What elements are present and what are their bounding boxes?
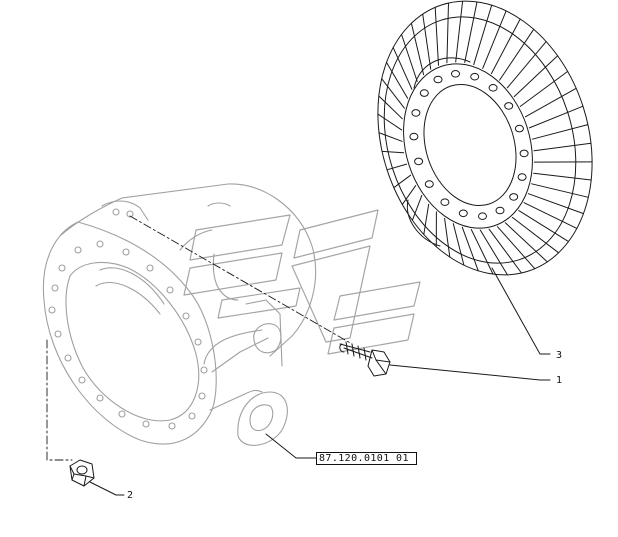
- gear-bolt-holes: [409, 70, 529, 220]
- watermark-logo: [183, 209, 421, 355]
- gear-teeth: [377, 0, 593, 276]
- gear-tooth: [455, 0, 464, 63]
- nut: [69, 459, 95, 487]
- differential-housing: [42, 183, 317, 446]
- gear-tooth: [519, 70, 569, 107]
- leader-line-nut: [89, 481, 125, 496]
- gear-tooth: [479, 229, 508, 276]
- gear-tooth: [422, 13, 432, 70]
- gear-tooth: [499, 28, 535, 81]
- gear-tooth: [434, 6, 439, 66]
- gear-tooth: [377, 113, 403, 131]
- assembly-axis-line: [129, 215, 353, 345]
- callout-gear-number: 3: [556, 350, 563, 361]
- gear-bolt-hole: [409, 132, 419, 141]
- gear-bolt-hole: [509, 193, 519, 201]
- gear-bolt-hole: [478, 212, 487, 220]
- gear-tooth: [392, 47, 413, 90]
- gear-tooth: [524, 87, 577, 118]
- gear-tooth: [506, 41, 547, 89]
- gear-tooth: [411, 194, 423, 221]
- gear-tooth: [464, 1, 478, 63]
- gear-tooth: [386, 61, 409, 99]
- gear-tooth: [504, 222, 548, 263]
- gear-bolt-hole: [414, 157, 424, 166]
- gear-bolt-hole: [488, 84, 498, 92]
- callout-bolt-number: 1: [556, 375, 563, 386]
- gear-bolt-hole: [470, 72, 480, 81]
- gear-tooth: [488, 228, 522, 274]
- gear-tooth: [533, 142, 592, 152]
- gear-tooth: [378, 132, 403, 142]
- nut-axis-line: [46, 339, 73, 461]
- gear-tooth: [446, 2, 449, 64]
- gear-tooth: [497, 226, 536, 270]
- gear-tooth: [528, 105, 584, 129]
- bolt: [339, 341, 391, 377]
- gear-tooth: [482, 10, 507, 69]
- gear-bolt-hole: [424, 180, 434, 188]
- gear-tooth: [410, 22, 425, 76]
- gear-tooth: [473, 4, 493, 66]
- gear-bolt-hole: [504, 102, 514, 110]
- gear-bolt-hole: [433, 75, 443, 84]
- gear-tooth: [393, 174, 412, 189]
- gear-tooth: [378, 95, 403, 120]
- leader-line-bolt: [389, 364, 551, 381]
- gear-tooth: [381, 78, 405, 109]
- gear-bolt-hole: [419, 89, 429, 97]
- gear-tooth: [513, 55, 559, 98]
- gear-tooth: [518, 210, 569, 243]
- gear-tooth: [533, 172, 592, 181]
- gear-tooth: [511, 216, 560, 254]
- gear-bolt-hole: [440, 198, 450, 206]
- gear-tooth: [386, 163, 408, 171]
- gear-bolt-hole: [458, 209, 468, 218]
- callout-nut-number: 2: [127, 490, 134, 501]
- gear-tooth: [461, 226, 479, 272]
- gear-bolt-hole: [451, 70, 460, 78]
- gear-tooth: [452, 223, 465, 266]
- gear-bolt-hole: [517, 173, 527, 181]
- gear-tooth: [531, 183, 589, 198]
- leader-line-reference: [265, 433, 317, 459]
- gear-tooth: [490, 18, 521, 75]
- gear-bolt-hole: [495, 206, 505, 215]
- gear-bolt-hole: [514, 124, 524, 133]
- gear-tooth: [423, 203, 430, 235]
- gear-tooth: [401, 33, 418, 82]
- gear-bolt-hole: [411, 109, 421, 117]
- gear-tooth: [381, 150, 405, 154]
- gear-tooth: [527, 193, 584, 215]
- gear-tooth: [531, 124, 589, 140]
- gear-tooth: [470, 229, 494, 275]
- leader-line-gear: [491, 267, 551, 355]
- gear-tooth: [444, 217, 451, 258]
- reference-code-label: 87.120.0101 01: [316, 452, 417, 465]
- gear-bolt-hole: [519, 149, 529, 158]
- crown-gear: [377, 0, 593, 276]
- gear-tooth: [401, 185, 417, 206]
- gear-tooth: [523, 202, 578, 229]
- leader-lines: [89, 267, 551, 496]
